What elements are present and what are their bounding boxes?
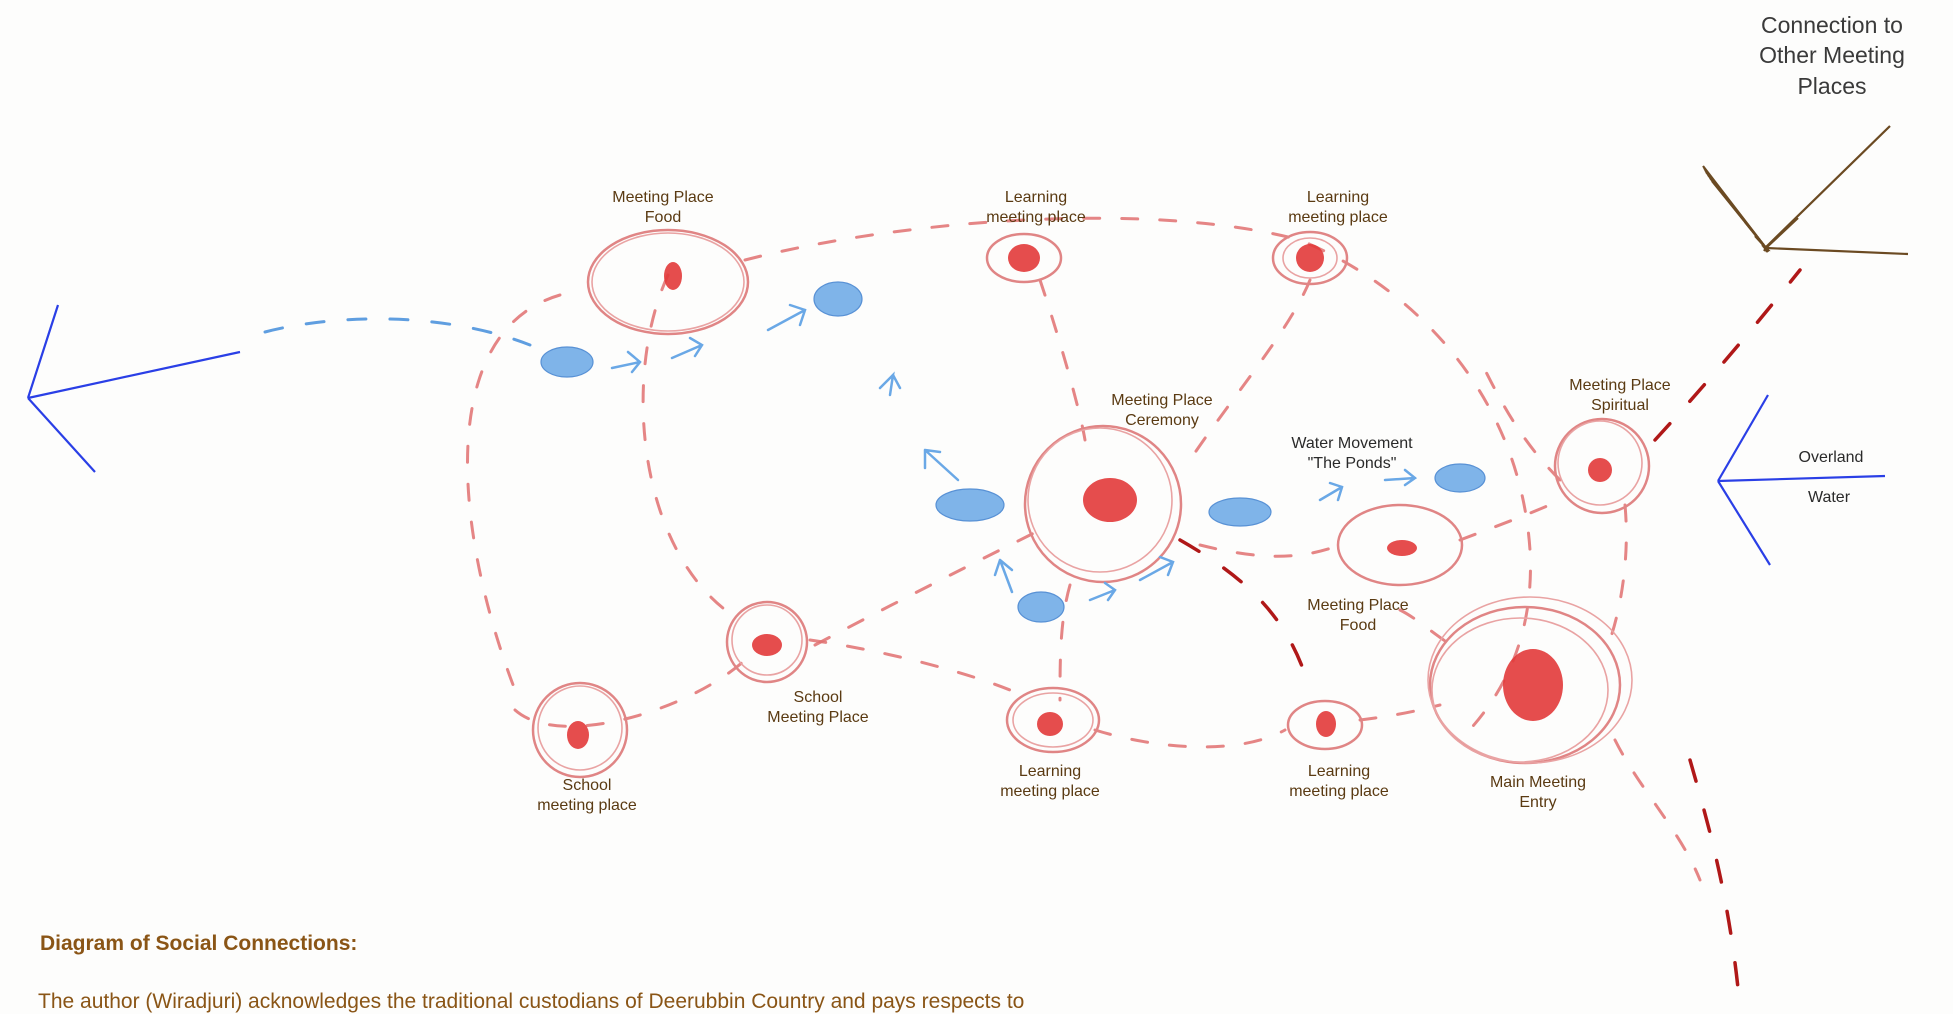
learning-place-1: [985, 232, 1063, 284]
label-school-meeting-place-l2: Meeting Place: [767, 709, 868, 726]
label-water-movement-l1: Water Movement: [1291, 435, 1413, 452]
pond-2: [813, 281, 863, 317]
meeting-place-food-mid: [1336, 503, 1464, 587]
pond-3: [935, 488, 1005, 522]
label-ceremony-l2: Ceremony: [1125, 412, 1199, 429]
svg-text:Other Meeting: Other Meeting: [1759, 42, 1905, 68]
learning-place-3: [1005, 686, 1101, 754]
legend-overland-label: Overland: [1799, 449, 1864, 466]
svg-text:Connection to: Connection to: [1761, 12, 1903, 38]
pond-6: [1017, 591, 1065, 623]
label-learning-1-l2: meeting place: [986, 209, 1086, 226]
label-meeting-place-food-top-l1: Meeting Place: [612, 189, 713, 206]
label-school-meeting-place-low-l1: School: [563, 777, 612, 794]
label-school-meeting-place-low-l2: meeting place: [537, 797, 637, 814]
meeting-places: [531, 228, 1651, 779]
learning-place-4: [1286, 699, 1364, 751]
primary-connection-paths: [1178, 268, 1802, 1008]
learning-place-2: [1271, 230, 1349, 286]
label-learning-4-l1: Learning: [1308, 763, 1370, 780]
caption-title: Diagram of Social Connections:: [40, 932, 358, 955]
label-learning-4-l2: meeting place: [1289, 783, 1389, 800]
meeting-place-ceremony: [1023, 424, 1183, 584]
pond-4: [1208, 497, 1272, 527]
connection-connector: [1702, 125, 1909, 256]
pond-5: [1434, 463, 1486, 493]
label-learning-2-l2: meeting place: [1288, 209, 1388, 226]
label-water-movement-l2: "The Ponds": [1308, 455, 1397, 472]
label-learning-3-l2: meeting place: [1000, 783, 1100, 800]
svg-text:Places: Places: [1797, 73, 1866, 99]
meeting-place-food-top: [586, 228, 750, 336]
school-meeting-place-low: [531, 681, 629, 779]
legend-water-label: Water: [1808, 489, 1851, 506]
label-meeting-food-mid-l1: Meeting Place: [1307, 597, 1408, 614]
label-learning-1-l1: Learning: [1005, 189, 1067, 206]
label-main-entry-l1: Main Meeting: [1490, 774, 1586, 791]
pond-1: [540, 346, 594, 378]
meeting-place-spiritual: [1553, 417, 1651, 515]
connection-to-other-meeting-places-label: Connection to Other Meeting Places: [1759, 12, 1905, 99]
label-ceremony-l1: Meeting Place: [1111, 392, 1212, 409]
water-flow-arrows: [610, 303, 1418, 602]
water-paths: [263, 317, 532, 347]
label-learning-3-l1: Learning: [1019, 763, 1081, 780]
school-meeting-place: [725, 600, 809, 684]
place-labels: Meeting Place Food Learning meeting plac…: [537, 189, 1671, 814]
label-spiritual-l1: Meeting Place: [1569, 377, 1670, 394]
label-school-meeting-place-l1: School: [794, 689, 843, 706]
main-meeting-entry: [1427, 596, 1633, 765]
label-main-entry-l2: Entry: [1519, 794, 1556, 811]
overland-water-legend: Overland Water: [1717, 394, 1886, 566]
label-spiritual-l2: Spiritual: [1591, 397, 1649, 414]
label-learning-2-l1: Learning: [1307, 189, 1369, 206]
label-meeting-place-food-top-l2: Food: [645, 209, 681, 226]
label-meeting-food-mid-l2: Food: [1340, 617, 1376, 634]
caption-text: The author (Wiradjuri) acknowledges the …: [38, 990, 1025, 1013]
outgoing-arrow-left: [26, 304, 241, 473]
water-ponds: [540, 281, 1486, 623]
